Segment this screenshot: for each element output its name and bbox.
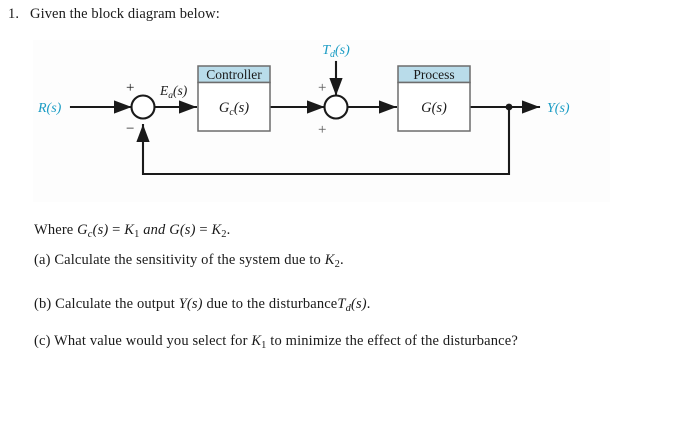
where-eq1: =	[108, 222, 125, 238]
question-prompt: Given the block diagram below:	[30, 6, 220, 22]
part-a-text-before: Calculate the sensitivity of the system …	[50, 252, 325, 268]
where-gc-tail: (s)	[92, 222, 109, 238]
where-and: and	[139, 222, 170, 238]
question-number: 1.	[8, 6, 20, 22]
statement-part-b: (b) Calculate the output Y(s) due to the…	[34, 296, 371, 314]
part-b-symbol-td-sub: d	[345, 302, 351, 314]
error-junction-sign-top: +	[126, 80, 134, 96]
error-junction	[130, 94, 156, 120]
part-b-text-mid: due to the disturbance	[202, 296, 338, 312]
part-b-text-before: Calculate the output	[51, 296, 179, 312]
process-block: Process G(s)	[397, 65, 471, 132]
where-gc: G	[77, 222, 88, 238]
part-a-text-after: .	[339, 252, 344, 268]
controller-body-label: Gc(s)	[219, 100, 249, 118]
error-signal-label: Ea(s)	[159, 83, 188, 101]
process-body-rect	[397, 81, 471, 132]
question-heading: 1. Given the block diagram below:	[8, 6, 220, 23]
disturbance-junction	[323, 94, 349, 120]
process-body-label: G(s)	[421, 100, 447, 116]
where-gc-sub: c	[87, 228, 93, 240]
where-eq2: =	[195, 222, 212, 238]
part-b-marker: (b)	[34, 296, 52, 312]
part-b-symbol-y-tail: (s)	[186, 296, 203, 312]
where-k1-sub: 1	[134, 228, 140, 240]
part-a-marker: (a)	[34, 252, 51, 268]
controller-block: Controller Gc(s)	[197, 65, 271, 132]
part-a-symbol-sub: 2	[334, 258, 340, 270]
where-k2-sub: 2	[221, 228, 227, 240]
statement-where: Where Gc(s) = K1 and G(s) = K2.	[34, 222, 230, 240]
disturbance-junction-sign-top: +	[318, 80, 326, 96]
part-c-text-after: to minimize the effect of the disturbanc…	[266, 333, 518, 349]
part-b-symbol-y: Y	[178, 296, 187, 312]
statement-part-c: (c) What value would you select for K1 t…	[34, 333, 518, 351]
part-b-text-after: .	[366, 296, 371, 312]
where-g: G(s)	[169, 222, 196, 238]
disturbance-signal-label: Td(s)	[322, 43, 350, 60]
where-period: .	[226, 222, 231, 238]
part-c-marker: (c)	[34, 333, 51, 349]
where-lead: Where	[34, 222, 78, 238]
part-c-symbol-sub: 1	[261, 339, 267, 351]
where-k2: K	[211, 222, 222, 238]
block-diagram-figure: + − Ea(s) Controller Gc(s) + + Td(s) Pro…	[33, 40, 610, 202]
part-c-symbol: K	[251, 333, 262, 349]
output-tap-node	[505, 103, 513, 111]
part-b-symbol-td: T	[337, 296, 346, 312]
where-k1: K	[124, 222, 135, 238]
process-header-label: Process	[413, 67, 454, 82]
input-signal-label: R(s)	[37, 101, 62, 116]
output-signal-label: Y(s)	[547, 101, 570, 116]
part-a-symbol: K	[324, 252, 335, 268]
disturbance-junction-sign-bottom: +	[318, 122, 326, 138]
part-c-text-before: What value would you select for	[50, 333, 252, 349]
wire-feedback	[136, 105, 511, 176]
statement-part-a: (a) Calculate the sensitivity of the sys…	[34, 252, 344, 270]
controller-header-label: Controller	[206, 67, 262, 82]
part-b-symbol-td-tail: (s)	[350, 296, 367, 312]
error-junction-sign-bottom: −	[126, 121, 134, 137]
controller-body-rect	[197, 81, 271, 132]
